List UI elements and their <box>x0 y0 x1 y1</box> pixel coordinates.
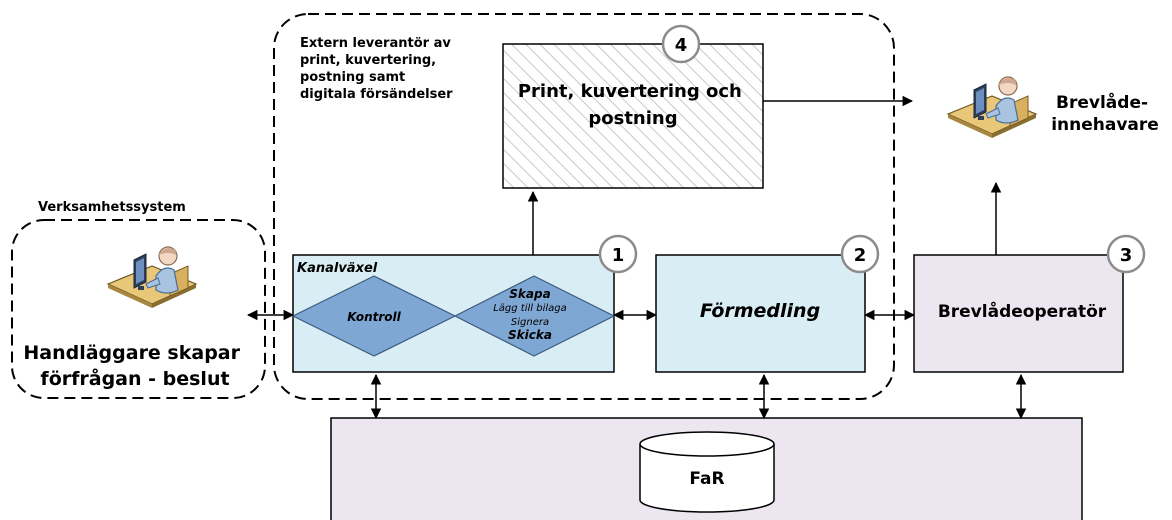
brevladeoperator-box <box>913 254 1124 373</box>
svg-text:3: 3 <box>1120 245 1133 266</box>
svg-text:1: 1 <box>612 245 625 266</box>
database-icon <box>639 431 775 513</box>
badge-2: 2 <box>840 234 880 274</box>
badge-1: 1 <box>598 234 638 274</box>
vendor-region <box>273 13 895 400</box>
signera-label: Signera <box>511 317 549 328</box>
print-box-label: Print, kuvertering och postning <box>518 81 748 129</box>
person-at-desk-icon <box>107 246 197 309</box>
brevlade-innehavare-label: Brevlåde- innehavare <box>1051 91 1159 135</box>
lagg-till-bilaga-label: Lägg till bilaga <box>493 303 567 314</box>
skicka-label: Skicka <box>508 328 552 342</box>
badge-3: 3 <box>1106 234 1146 274</box>
vendor-label: Extern leverantör av print, kuvertering,… <box>300 36 455 102</box>
kanalvaxel-label: Kanalväxel <box>297 261 378 276</box>
formedling-label: Förmedling <box>700 300 820 322</box>
brevladeoperator-label: Brevlådeoperatör <box>938 300 1107 322</box>
far-label: FaR <box>689 469 724 489</box>
svg-text:4: 4 <box>675 35 688 56</box>
verksamhetssystem-region <box>11 219 266 399</box>
kontroll-label: Kontroll <box>347 310 401 324</box>
badge-4: 4 <box>661 24 701 64</box>
person-at-desk-icon <box>947 76 1037 139</box>
svg-text:2: 2 <box>854 245 867 266</box>
handlaggare-label: Handläggare skapar förfrågan - beslut <box>23 342 246 390</box>
verksamhetssystem-label: Verksamhetssystem <box>38 200 186 215</box>
skapa-label: Skapa <box>509 287 550 301</box>
print-box <box>502 43 764 189</box>
